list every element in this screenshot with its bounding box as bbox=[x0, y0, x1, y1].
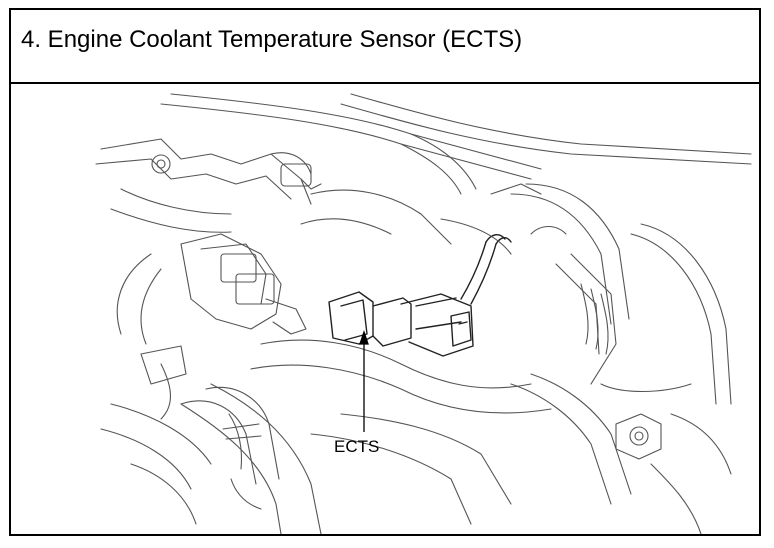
upper-hoses bbox=[160, 93, 752, 195]
ects-callout-arrow bbox=[359, 329, 369, 432]
lower-right-bolt bbox=[600, 383, 732, 534]
left-intake bbox=[95, 138, 322, 233]
engine-drawing: ECTS bbox=[95, 93, 752, 534]
lower-hose bbox=[180, 387, 280, 510]
left-connector bbox=[116, 233, 307, 420]
right-side-hoses bbox=[440, 183, 732, 505]
engine-block bbox=[100, 189, 552, 534]
figure-frame: 4. Engine Coolant Temperature Sensor (EC… bbox=[9, 8, 761, 536]
page-title: 4. Engine Coolant Temperature Sensor (EC… bbox=[21, 26, 523, 53]
ects-sensor bbox=[328, 234, 512, 357]
engine-illustration: ECTS bbox=[11, 84, 759, 534]
title-bar: 4. Engine Coolant Temperature Sensor (EC… bbox=[11, 10, 759, 84]
ects-label: ECTS bbox=[334, 437, 379, 456]
